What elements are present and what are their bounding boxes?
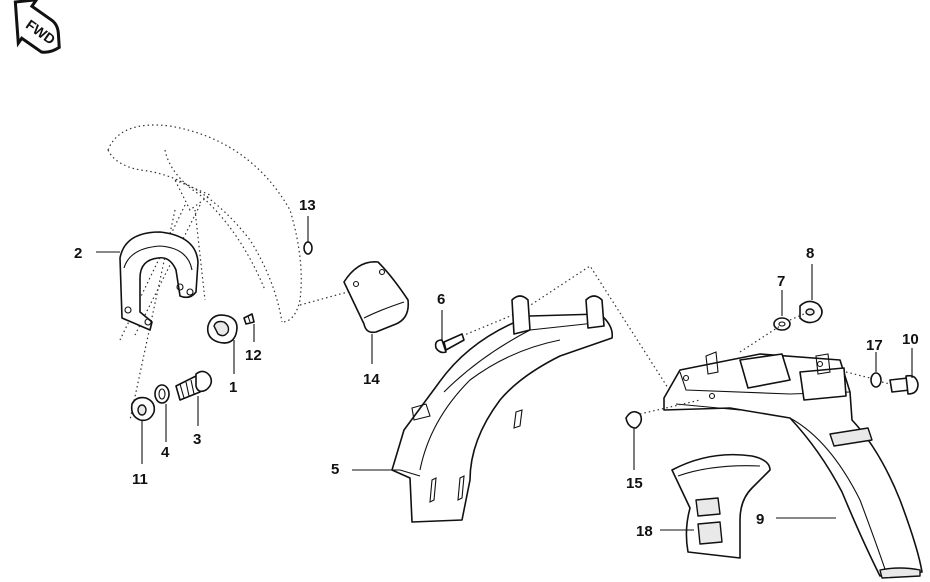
callout-5: 5 bbox=[331, 461, 339, 478]
callout-18: 18 bbox=[636, 523, 653, 540]
callout-3: 3 bbox=[193, 431, 201, 448]
part-2-fender-bracket bbox=[119, 231, 199, 331]
part-1-grommet bbox=[206, 314, 238, 344]
callout-10: 10 bbox=[902, 331, 919, 348]
part-9-rear-fender bbox=[639, 351, 923, 579]
part-17-washer bbox=[870, 372, 882, 388]
callout-14: 14 bbox=[363, 371, 380, 388]
fwd-badge: FWD bbox=[13, 0, 61, 54]
part-14-mud-flap bbox=[343, 261, 410, 334]
forward-arrow-icon bbox=[13, 0, 61, 54]
part-4-washer bbox=[154, 384, 170, 404]
callout-12: 12 bbox=[245, 347, 262, 364]
part-3-bolt bbox=[175, 370, 213, 401]
guide-7-8 bbox=[739, 313, 805, 353]
callout-4: 4 bbox=[161, 444, 170, 461]
callout-13: 13 bbox=[299, 197, 316, 214]
guide-10-17 bbox=[845, 371, 891, 385]
callout-15: 15 bbox=[626, 475, 643, 492]
callout-2: 2 bbox=[74, 245, 82, 262]
callout-labels: 1 2 3 4 5 6 7 8 9 10 11 12 13 14 15 17 1… bbox=[74, 197, 919, 540]
callout-11: 11 bbox=[132, 471, 148, 488]
part-12-screw bbox=[243, 313, 255, 325]
part-15-clip bbox=[625, 410, 643, 429]
callout-17: 17 bbox=[866, 337, 883, 354]
callout-9: 9 bbox=[756, 511, 764, 528]
part-11-nut bbox=[130, 396, 156, 422]
part-7-washer bbox=[773, 317, 791, 331]
leader-lines bbox=[96, 216, 913, 531]
part-6-screw bbox=[434, 265, 669, 389]
part-5-inner-fender bbox=[391, 295, 614, 523]
callout-1: 1 bbox=[229, 379, 237, 396]
part-8-nut bbox=[799, 300, 823, 324]
callout-6: 6 bbox=[437, 291, 445, 308]
part-18-plate-cover bbox=[671, 453, 771, 559]
callout-8: 8 bbox=[806, 245, 814, 262]
front-fender-outline bbox=[107, 124, 356, 421]
part-10-bolt bbox=[889, 374, 919, 395]
part-13-clip bbox=[303, 241, 313, 255]
callout-7: 7 bbox=[777, 273, 785, 290]
